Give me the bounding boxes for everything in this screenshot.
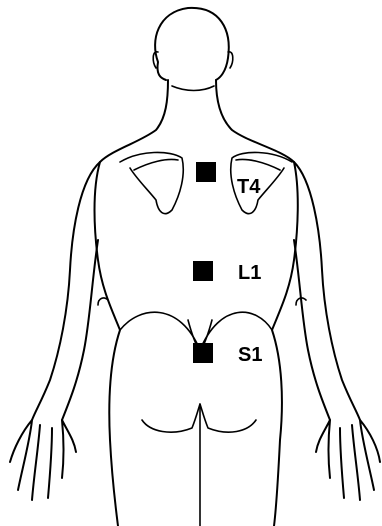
marker-t4-label: T4 [237, 176, 261, 198]
marker-t4-square [196, 162, 216, 182]
torso-left-side [95, 162, 121, 526]
torso-right-side [272, 162, 298, 526]
neck-crease [172, 86, 214, 91]
left-scapula-spine [134, 159, 178, 170]
right-arm-outer [294, 162, 360, 420]
left-scapula [120, 152, 183, 213]
right-arm-inner [294, 240, 330, 420]
marker-l1-label: L1 [238, 262, 261, 284]
marker-l1-square [193, 261, 213, 281]
neck-right [216, 80, 294, 162]
right-hand [316, 420, 380, 500]
left-arm-inner [62, 240, 98, 420]
marker-s1-square [193, 343, 213, 363]
marker-s1-label: S1 [238, 344, 262, 366]
buttock-crease [142, 404, 256, 432]
left-hand [10, 420, 76, 500]
neck-left [100, 80, 168, 162]
right-scapula-spine [236, 159, 280, 170]
head-outline [155, 8, 229, 80]
left-arm-outer [32, 162, 100, 420]
left-elbow [98, 298, 108, 305]
